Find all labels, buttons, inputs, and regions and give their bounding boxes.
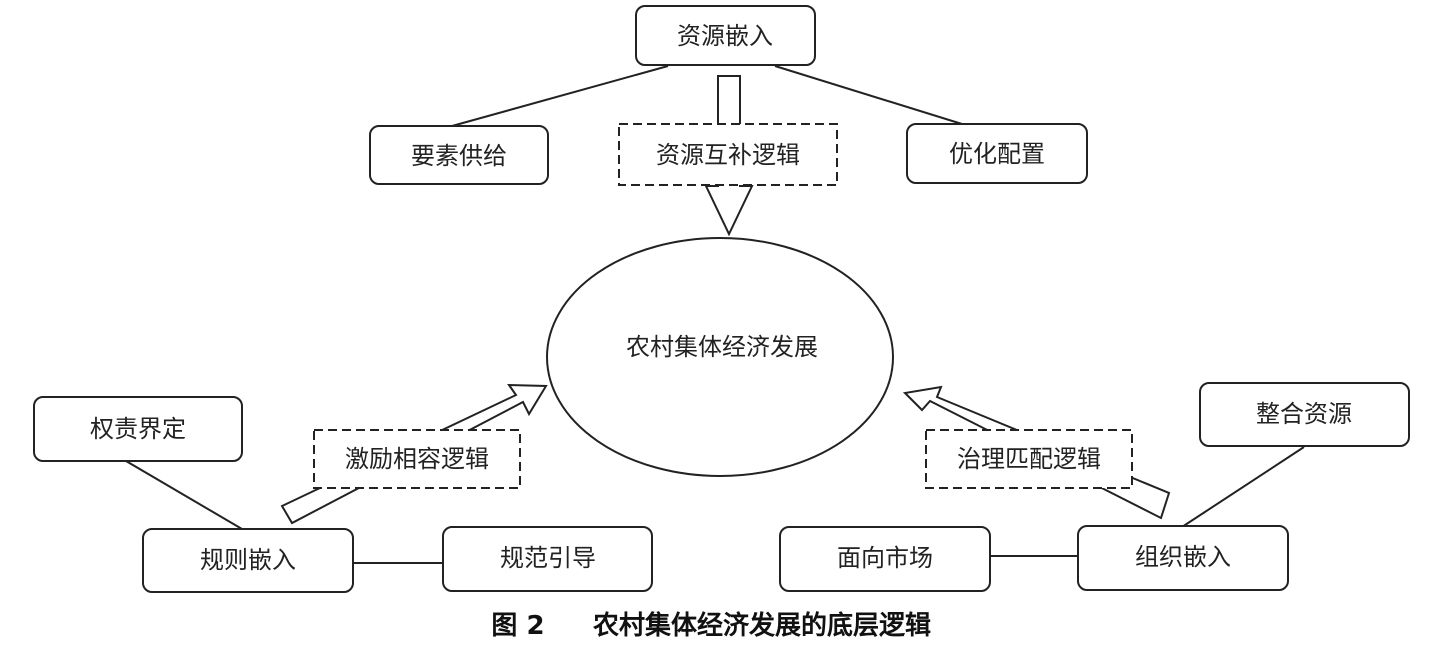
caption-title: 农村集体经济发展的底层逻辑 — [592, 610, 931, 641]
node-optimize-allocation — [906, 123, 1088, 184]
connector-org-integrate — [1181, 446, 1305, 528]
node-resource-embedding-label: 资源嵌入 — [677, 22, 773, 50]
connector-resource-supply — [451, 65, 669, 127]
connector-resource-optimize — [774, 65, 963, 125]
node-integrate-resources-label: 整合资源 — [1256, 400, 1352, 428]
node-organization-embedding-label: 组织嵌入 — [1135, 543, 1231, 571]
node-market-oriented-label: 面向市场 — [837, 544, 933, 572]
logic-governance-matching — [925, 429, 1133, 489]
logic-governance-matching-label: 治理匹配逻辑 — [957, 445, 1101, 473]
node-optimize-allocation-label: 优化配置 — [949, 140, 1045, 168]
node-norm-guidance — [442, 526, 653, 592]
node-organization-embedding — [1077, 525, 1289, 591]
node-factor-supply-label: 要素供给 — [411, 142, 507, 170]
logic-incentive-compatibility — [313, 429, 521, 489]
node-rule-embedding — [142, 528, 354, 593]
logic-resource-complement — [618, 123, 838, 186]
logic-incentive-compatibility-label: 激励相容逻辑 — [345, 445, 489, 473]
center-label: 农村集体经济发展 — [626, 333, 818, 361]
node-rights-definition — [33, 396, 243, 462]
center-ellipse — [546, 237, 894, 477]
node-factor-supply — [369, 125, 549, 185]
node-integrate-resources — [1199, 382, 1410, 447]
logic-resource-complement-label: 资源互补逻辑 — [656, 141, 800, 169]
node-rule-embedding-label: 规则嵌入 — [200, 546, 296, 574]
caption-number: 图 2 — [491, 611, 544, 641]
node-rights-definition-label: 权责界定 — [90, 415, 186, 443]
node-norm-guidance-label: 规范引导 — [500, 544, 596, 572]
node-resource-embedding — [635, 5, 816, 66]
node-market-oriented — [779, 526, 991, 592]
connector-rule-rights — [125, 460, 243, 530]
